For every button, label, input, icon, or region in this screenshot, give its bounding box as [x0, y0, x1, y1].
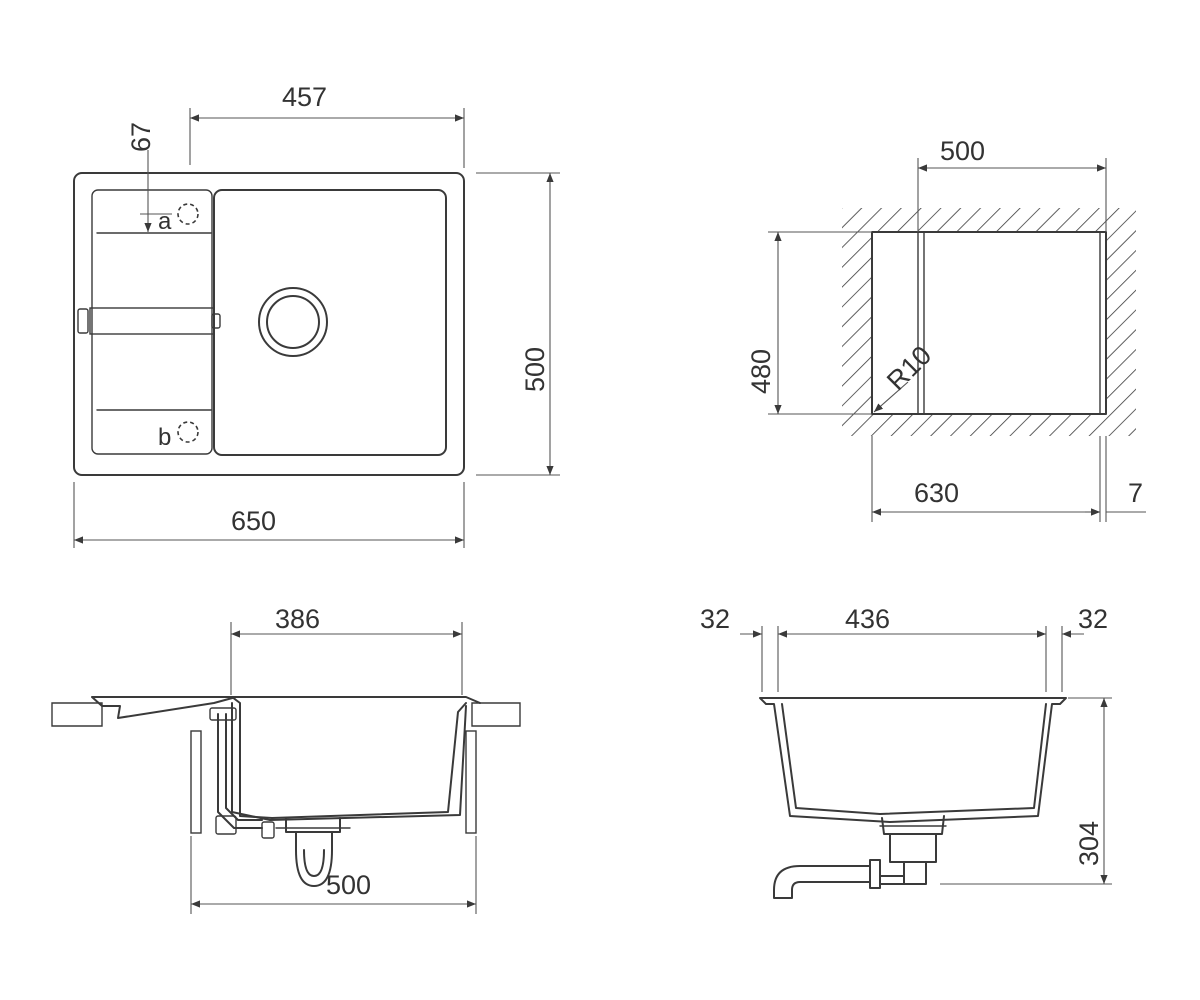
cutout-opening — [871, 231, 1107, 415]
overflow-slot — [77, 308, 89, 334]
dim-top-offset-67: 67 — [126, 122, 156, 152]
front-outlet-pipe — [773, 859, 905, 899]
tap-hole-b-icon — [177, 421, 199, 443]
cabinet-wall-left — [190, 730, 202, 834]
top-view: a b 457 67 500 650 — [73, 82, 560, 548]
dim-height-480: 480 — [746, 349, 776, 394]
overflow-pipe — [217, 713, 263, 829]
cabinet-wall-right — [465, 730, 477, 834]
label-a: a — [158, 208, 172, 235]
dim-margin-7: 7 — [1128, 478, 1143, 508]
side-section-view: 386 500 — [51, 604, 521, 914]
dim-cabinet-width-500: 500 — [326, 870, 371, 900]
worktop-left-section — [51, 702, 103, 727]
front-section-view: 32 436 32 304 — [700, 604, 1112, 899]
dim-height-304: 304 — [1074, 821, 1104, 866]
dim-bowl-width-457: 457 — [282, 82, 327, 112]
overflow-connector — [211, 313, 221, 329]
bowl-section — [231, 696, 467, 819]
front-bowl-outer — [759, 697, 1067, 823]
waste-trap — [285, 817, 341, 887]
dim-bowl-width-436: 436 — [845, 604, 890, 634]
dim-depth-500: 500 — [520, 347, 550, 392]
dim-left-rim-32: 32 — [700, 604, 730, 634]
sink-outline — [73, 172, 465, 476]
drain-outer-ring — [258, 287, 328, 357]
dim-width-650: 650 — [231, 506, 276, 536]
bowl-section-inner — [231, 702, 467, 821]
drainboard-outline — [91, 189, 213, 455]
sink-rim-profile — [91, 696, 481, 719]
label-b: b — [158, 424, 171, 451]
dim-inner-width-500: 500 — [940, 136, 985, 166]
tap-hole-a-icon — [177, 203, 199, 225]
cutout-view: 500 480 R10 630 7 — [746, 136, 1146, 522]
overflow-channel — [89, 307, 215, 335]
front-bowl-inner — [781, 703, 1047, 815]
drain-inner-ring — [266, 295, 320, 349]
dim-outer-width-630: 630 — [914, 478, 959, 508]
bowl-outline — [213, 189, 447, 456]
dim-right-rim-32: 32 — [1078, 604, 1108, 634]
dim-bowl-width-386: 386 — [275, 604, 320, 634]
worktop-right-section — [471, 702, 521, 727]
